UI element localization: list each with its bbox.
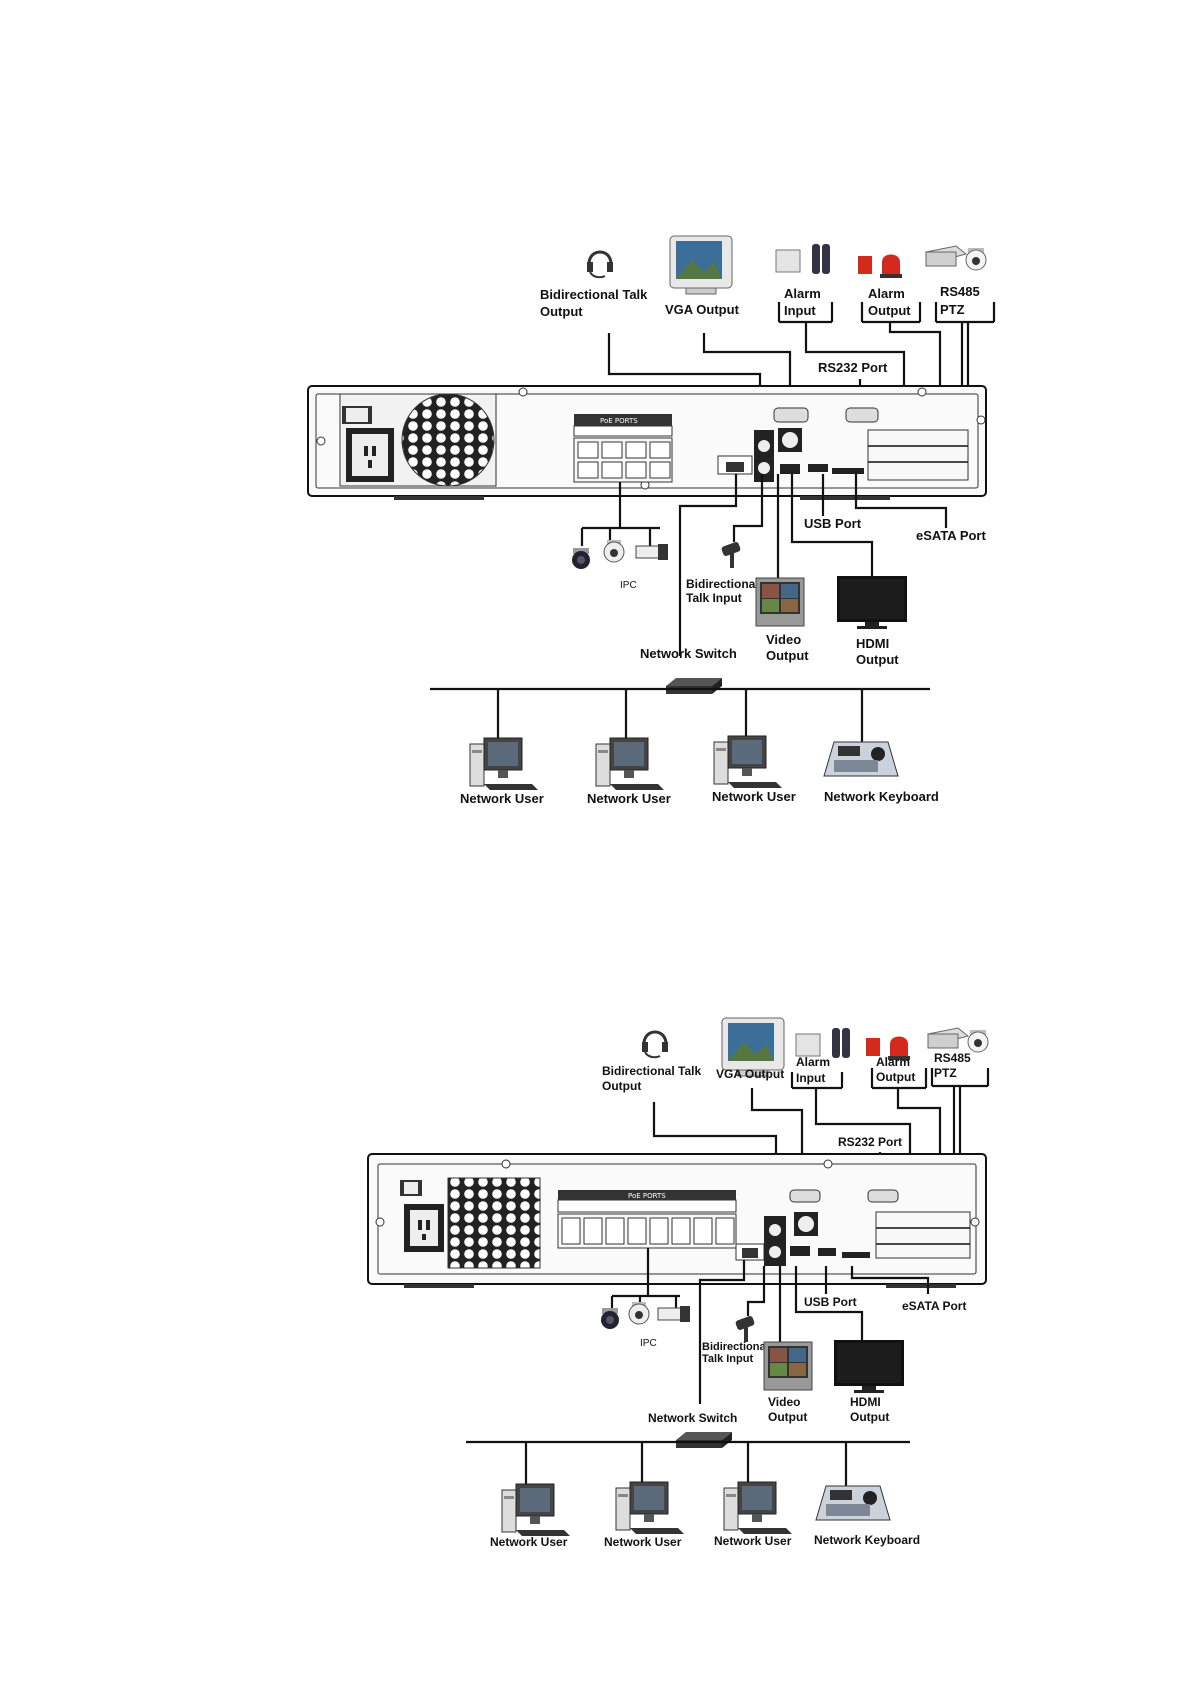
label-ipc: IPC xyxy=(620,580,637,591)
alarm-sensor-icon xyxy=(795,1027,851,1059)
label-alarm-output-2: Output xyxy=(876,1070,915,1084)
network-switch-icon xyxy=(676,1432,732,1448)
label-alarm-output-1: Alarm xyxy=(868,286,905,301)
label-rs485-2: PTZ xyxy=(940,302,965,317)
label-hdmi-output-2: Output xyxy=(850,1410,889,1424)
headset-icon xyxy=(640,1030,670,1059)
diagram-2: Bidirectional Talk Output VGA Output Ala… xyxy=(367,1017,990,1549)
poe-ports-group-1 xyxy=(573,437,673,483)
ptz-ipc-icon xyxy=(603,539,625,563)
hdmi-tv-icon xyxy=(834,1340,904,1393)
network-user-pc-icon xyxy=(501,1483,571,1537)
label-alarm-output-1: Alarm xyxy=(876,1055,910,1069)
ptz-camera-icon xyxy=(925,245,987,271)
label-bidirectional-talk-output-2: Output xyxy=(602,1079,641,1093)
label-network-keyboard: Network Keyboard xyxy=(824,789,939,804)
label-network-user-3: Network User xyxy=(712,789,796,804)
network-user-pc-icon xyxy=(713,735,783,789)
label-alarm-output-2: Output xyxy=(868,303,911,318)
svg-text:PoE PORTS: PoE PORTS xyxy=(628,1192,666,1200)
microphone-icon xyxy=(720,541,742,568)
label-bidirectional-talk-input-2: Talk Input xyxy=(686,591,742,605)
alarm-siren-icon xyxy=(858,254,902,278)
label-network-user-1: Network User xyxy=(460,791,544,806)
label-network-user-1: Network User xyxy=(490,1535,568,1549)
box-camera-icon xyxy=(635,543,669,561)
label-rs232-port: RS232 Port xyxy=(838,1135,902,1149)
network-user-pc-icon xyxy=(469,737,539,791)
network-keyboard-icon xyxy=(823,741,899,777)
fan-grille xyxy=(401,393,495,487)
label-alarm-input-2: Input xyxy=(784,303,816,318)
dome-camera-icon xyxy=(601,1308,619,1329)
headset-icon xyxy=(585,250,615,279)
dome-camera-icon xyxy=(572,548,590,569)
label-rs232-port: RS232 Port xyxy=(818,360,888,375)
label-ipc: IPC xyxy=(640,1338,657,1349)
label-network-switch: Network Switch xyxy=(648,1411,737,1425)
vga-monitor-icon xyxy=(669,235,733,295)
label-network-user-3: Network User xyxy=(714,1534,792,1548)
label-bidirectional-talk-input-1: Bidirectional xyxy=(686,577,759,591)
label-bidirectional-talk-output-1: Bidirectional Talk xyxy=(540,287,648,302)
label-vga-output: VGA Output xyxy=(716,1067,784,1081)
hdmi-tv-icon xyxy=(837,576,907,629)
diagram-1: Bidirectional Talk Output VGA Output Ala… xyxy=(307,235,996,806)
ptz-ipc-icon xyxy=(628,1301,650,1325)
video-monitor-icon xyxy=(763,1341,813,1391)
box-camera-icon xyxy=(657,1305,691,1323)
fan-grille xyxy=(447,1177,541,1269)
label-network-user-2: Network User xyxy=(604,1535,682,1549)
label-esata-port: eSATA Port xyxy=(902,1299,966,1313)
label-bidirectional-talk-input-2: Talk Input xyxy=(702,1353,753,1365)
label-alarm-input-1: Alarm xyxy=(784,286,821,301)
network-switch-icon xyxy=(666,678,722,694)
label-usb-port: USB Port xyxy=(804,1295,857,1309)
label-esata-port: eSATA Port xyxy=(916,528,986,543)
svg-text:PoE PORTS: PoE PORTS xyxy=(600,417,638,425)
label-video-output-1: Video xyxy=(766,632,801,647)
label-rs485-1: RS485 xyxy=(940,284,980,299)
label-bidirectional-talk-input-1: Bidirectional xyxy=(702,1341,769,1353)
poe-ports-group-2 xyxy=(557,1213,737,1249)
label-usb-port: USB Port xyxy=(804,516,862,531)
label-video-output-2: Output xyxy=(766,648,809,663)
network-user-pc-icon xyxy=(723,1481,793,1535)
alarm-sensor-icon xyxy=(775,243,831,275)
ptz-camera-icon xyxy=(927,1027,989,1053)
label-vga-output: VGA Output xyxy=(665,302,740,317)
label-video-output-2: Output xyxy=(768,1410,807,1424)
label-alarm-input-2: Input xyxy=(796,1071,825,1085)
label-network-switch: Network Switch xyxy=(640,646,737,661)
label-network-keyboard: Network Keyboard xyxy=(814,1533,920,1547)
label-rs485-1: RS485 xyxy=(934,1051,971,1065)
microphone-icon xyxy=(734,1315,756,1342)
label-bidirectional-talk-output-2: Output xyxy=(540,304,583,319)
network-user-pc-icon xyxy=(615,1481,685,1535)
label-bidirectional-talk-output-1: Bidirectional Talk xyxy=(602,1064,701,1078)
label-network-user-2: Network User xyxy=(587,791,671,806)
label-hdmi-output-1: HDMI xyxy=(856,636,889,651)
label-rs485-2: PTZ xyxy=(934,1066,957,1080)
label-hdmi-output-1: HDMI xyxy=(850,1395,881,1409)
network-keyboard-icon xyxy=(815,1485,891,1521)
network-user-pc-icon xyxy=(595,737,665,791)
label-alarm-input-1: Alarm xyxy=(796,1055,830,1069)
label-video-output-1: Video xyxy=(768,1395,800,1409)
label-hdmi-output-2: Output xyxy=(856,652,899,667)
video-monitor-icon xyxy=(755,577,805,627)
